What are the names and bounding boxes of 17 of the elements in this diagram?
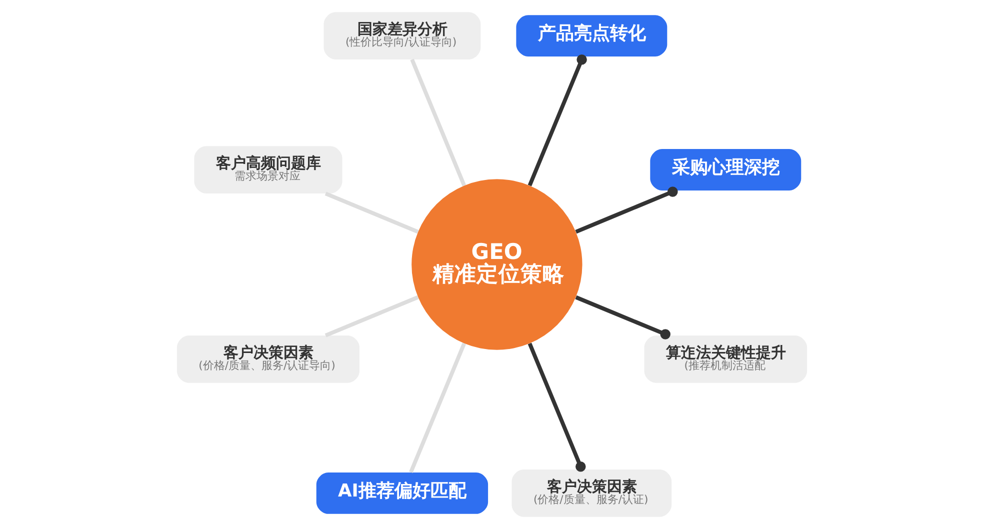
connector xyxy=(575,186,678,234)
node-box: 客户高频问题库 需求场景对应 xyxy=(194,146,342,194)
node-box: AI推荐偏好匹配 xyxy=(316,472,488,514)
node-box: 客户决策因素 (价格/质量、服务/认证导向) xyxy=(176,336,360,383)
connector xyxy=(324,295,419,338)
connector xyxy=(410,58,466,186)
node-box: 客户决策因素 (价格/质量、服务/认证) xyxy=(512,470,672,517)
connector xyxy=(528,54,587,186)
connector xyxy=(409,342,466,474)
node-box: 国家差异分析 (性价比导向/认证导向) xyxy=(324,12,481,60)
node-circle: GEO 精准定位策略 xyxy=(412,179,582,350)
node-box: 产品亮点转化 xyxy=(516,15,668,56)
node-box: 算迮法关键性提升 (推荐机制活适配 xyxy=(644,336,808,383)
node-box: 采购心理深挖 xyxy=(650,149,802,190)
connector xyxy=(528,342,586,472)
connector xyxy=(324,192,419,234)
connector xyxy=(575,295,670,340)
